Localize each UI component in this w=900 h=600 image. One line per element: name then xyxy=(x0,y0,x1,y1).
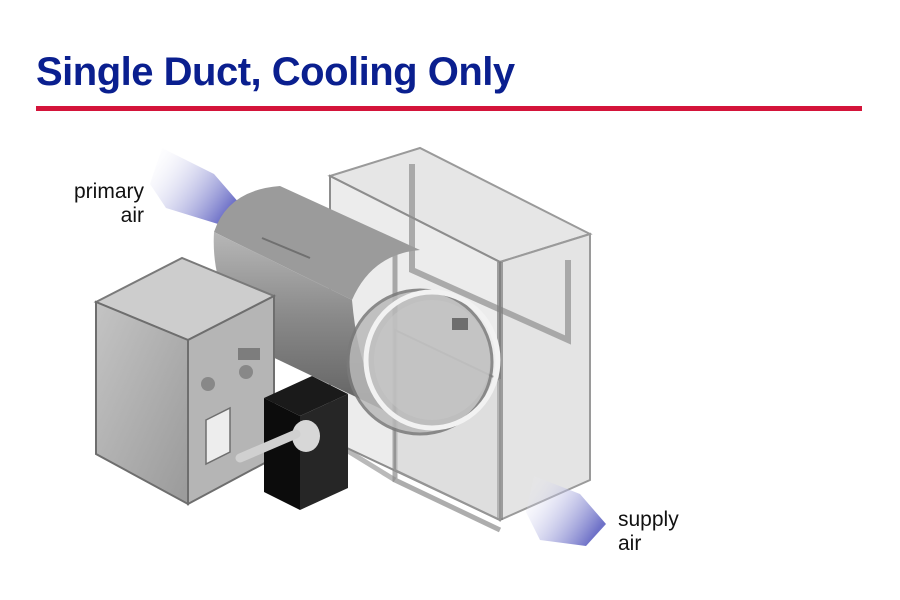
supply-air-label-line1: supply xyxy=(618,508,679,531)
title-underline xyxy=(36,106,862,111)
slide-title: Single Duct, Cooling Only xyxy=(36,50,515,94)
primary-air-label: primary air xyxy=(48,180,144,228)
primary-air-arrow xyxy=(150,148,240,224)
primary-air-label-line2: air xyxy=(120,204,144,227)
control-enclosure xyxy=(93,256,277,506)
supply-air-arrow xyxy=(526,476,606,546)
inlet-cylinder xyxy=(213,186,501,436)
supply-air-label: supply air xyxy=(618,508,679,556)
primary-air-label-line1: primary xyxy=(73,180,144,203)
actuator xyxy=(235,376,348,510)
supply-air-label-line2: air xyxy=(618,532,642,555)
